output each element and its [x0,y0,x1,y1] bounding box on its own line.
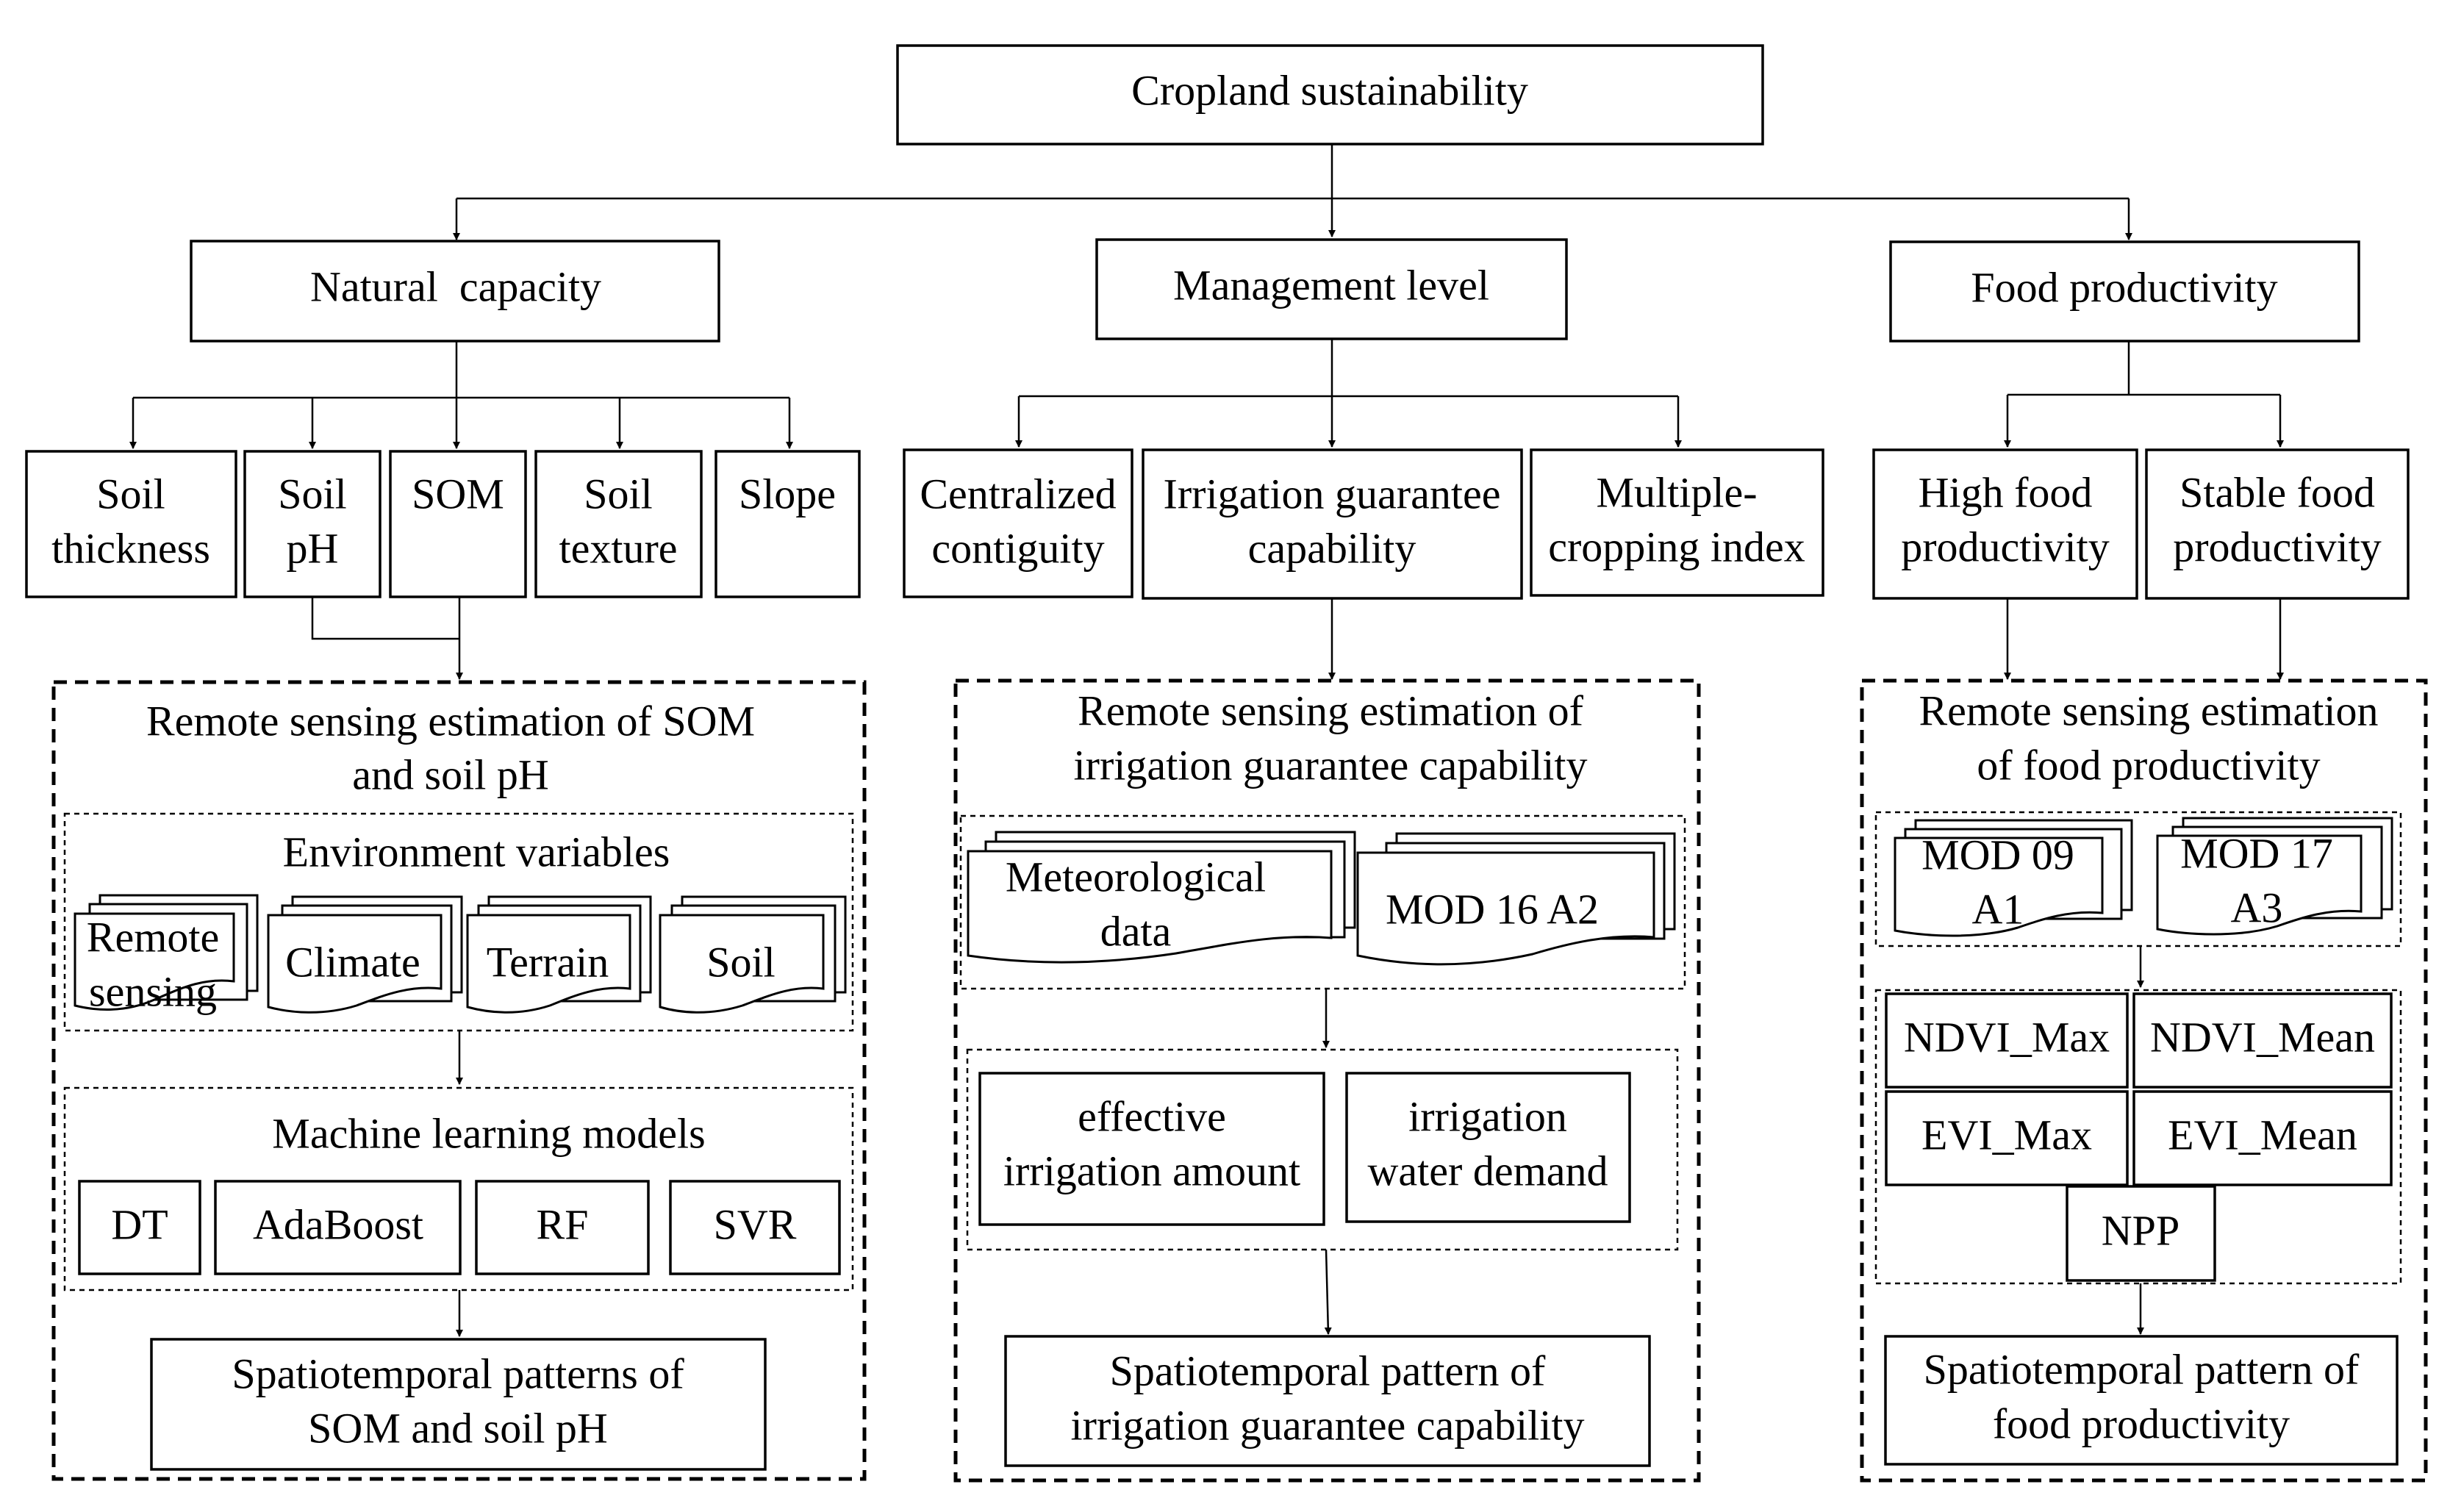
panel-food-productivity: Remote sensing estimation of food produc… [1860,678,2428,1483]
environment-variables-title: Environment variables [283,828,670,875]
meteorological-label-2: data [1100,907,1172,955]
index-ndvi-mean: NDVI_Mean [2150,1013,2375,1061]
index-ndvi-max: NDVI_Max [1904,1013,2110,1061]
indicator-multiple-cropping: Multiple- cropping index [1530,448,1824,597]
env-remote-sensing-label-2: sensing [89,967,217,1015]
irrigation-water-demand-label-2: water demand [1368,1147,1608,1194]
irrigation-label-2: capability [1248,524,1416,572]
mod09a1-label-2: A1 [1972,885,2024,933]
mod16a2-doc: MOD 16 A2 [1356,832,1676,966]
som-output-label-1: Spatiotemporal patterns of [232,1350,684,1397]
connectors [129,144,2284,1337]
soil-ph-label-1: Soil [278,470,347,517]
root-label: Cropland sustainability [1131,66,1528,114]
env-climate-label: Climate [285,938,420,986]
env-climate-doc: Climate [267,895,463,1014]
irrigation-output-label-2: irrigation guarantee capability [1071,1401,1585,1449]
env-soil-doc: Soil [659,895,847,1014]
food-data-group: MOD 09 A1 MOD 17 A3 [1874,811,2402,947]
slope-label: Slope [739,470,836,517]
indicator-soil-thickness: Soil thickness [25,450,237,598]
food-indices-group: NDVI_Max NDVI_Mean EVI_Max EVI_Mean NPP [1874,989,2402,1285]
mod17a3-label-1: MOD 17 [2180,829,2333,877]
multiple-label-2: cropping index [1548,523,1805,570]
som-output-node: Spatiotemporal patterns of SOM and soil … [150,1338,767,1471]
irrigation-calc-group: effective irrigation amount irrigation w… [966,1048,1679,1251]
index-evi-mean: EVI_Mean [2168,1111,2357,1158]
meteorological-data-doc: Meteorological data [967,831,1356,964]
irrigation-water-demand-label-1: irrigation [1408,1092,1567,1140]
model-adaboost: AdaBoost [253,1200,423,1248]
panel-food-title-2: of food productivity [1977,741,2320,789]
mod17a3-label-2: A3 [2231,884,2283,931]
irrigation-data-group: Meteorological data MOD 16 A2 [959,814,1686,990]
irrigation-label-1: Irrigation guarantee [1164,470,1501,517]
food-output-label-2: food productivity [1993,1400,2290,1447]
mod16a2-label: MOD 16 A2 [1386,885,1599,933]
effective-irrigation-label-1: effective [1078,1092,1226,1140]
centralized-label-1: Centralized [920,470,1116,517]
indicator-high-food: High food productivity [1872,448,2138,600]
management-level-label: Management level [1173,261,1489,309]
model-dt: DT [111,1200,168,1248]
som-output-label-2: SOM and soil pH [308,1404,608,1452]
index-npp: NPP [2102,1206,2179,1254]
machine-learning-title: Machine learning models [272,1109,706,1157]
stable-food-label-2: productivity [2173,523,2382,570]
indicator-slope: Slope [714,450,861,598]
soil-ph-label-2: pH [287,524,339,572]
env-terrain-doc: Terrain [466,895,652,1014]
natural-capacity-node: Natural capacity [190,240,720,343]
soil-thickness-label-2: thickness [51,524,210,572]
soil-texture-label-1: Soil [584,470,653,517]
panel-irrigation-title-1: Remote sensing estimation of [1078,687,1584,734]
natural-capacity-label: Natural capacity [310,262,601,310]
environment-variables-group: Environment variables Remote sensing Cli… [63,812,854,1032]
meteorological-label-1: Meteorological [1006,853,1266,900]
centralized-label-2: contiguity [931,524,1104,572]
irrigation-output-node: Spatiotemporal pattern of irrigation gua… [1004,1335,1651,1467]
panel-irrigation: Remote sensing estimation of irrigation … [953,678,1701,1483]
indicator-soil-ph: Soil pH [243,450,382,598]
multiple-label-1: Multiple- [1596,468,1757,516]
env-remote-sensing-doc: Remote sensing [74,894,259,1015]
soil-thickness-label-1: Soil [96,470,165,517]
management-level-node: Management level [1095,238,1568,340]
som-label: SOM [412,470,504,517]
indicator-irrigation-guarantee: Irrigation guarantee capability [1142,448,1523,600]
indicator-stable-food: Stable food productivity [2145,448,2410,600]
food-productivity-node: Food productivity [1889,240,2360,343]
root-node: Cropland sustainability [896,44,1764,146]
soil-texture-label-2: texture [559,524,677,572]
panel-som-title-1: Remote sensing estimation of SOM [146,697,755,745]
stable-food-label-1: Stable food [2179,468,2375,516]
irrigation-output-label-1: Spatiotemporal pattern of [1110,1347,1546,1394]
model-svr: SVR [714,1200,797,1248]
panel-som-title-2: and soil pH [352,750,548,798]
food-productivity-label: Food productivity [1971,263,2277,311]
mod09a1-doc: MOD 09 A1 [1894,819,2133,937]
indicator-centralized-contiguity: Centralized contiguity [903,448,1133,598]
food-output-label-1: Spatiotemporal pattern of [1924,1345,2360,1393]
env-soil-label: Soil [706,938,776,986]
env-terrain-label: Terrain [487,938,609,986]
model-rf: RF [537,1200,589,1248]
mod17a3-doc: MOD 17 A3 [2156,817,2393,936]
panel-som-soil-ph: Remote sensing estimation of SOM and soi… [51,680,867,1481]
high-food-label-1: High food [1919,468,2093,516]
machine-learning-group: Machine learning models DT AdaBoost RF S… [63,1086,854,1291]
indicator-soil-texture: Soil texture [534,450,703,598]
effective-irrigation-label-2: irrigation amount [1003,1147,1300,1194]
food-output-node: Spatiotemporal pattern of food productiv… [1884,1335,2399,1466]
indicator-som: SOM [389,450,527,598]
panel-food-title-1: Remote sensing estimation [1919,687,2378,734]
index-evi-max: EVI_Max [1921,1111,2092,1158]
panel-irrigation-title-2: irrigation guarantee capability [1074,741,1588,789]
high-food-label-2: productivity [1901,523,2110,570]
env-remote-sensing-label-1: Remote [87,913,219,961]
mod09a1-label-1: MOD 09 [1921,831,2074,878]
